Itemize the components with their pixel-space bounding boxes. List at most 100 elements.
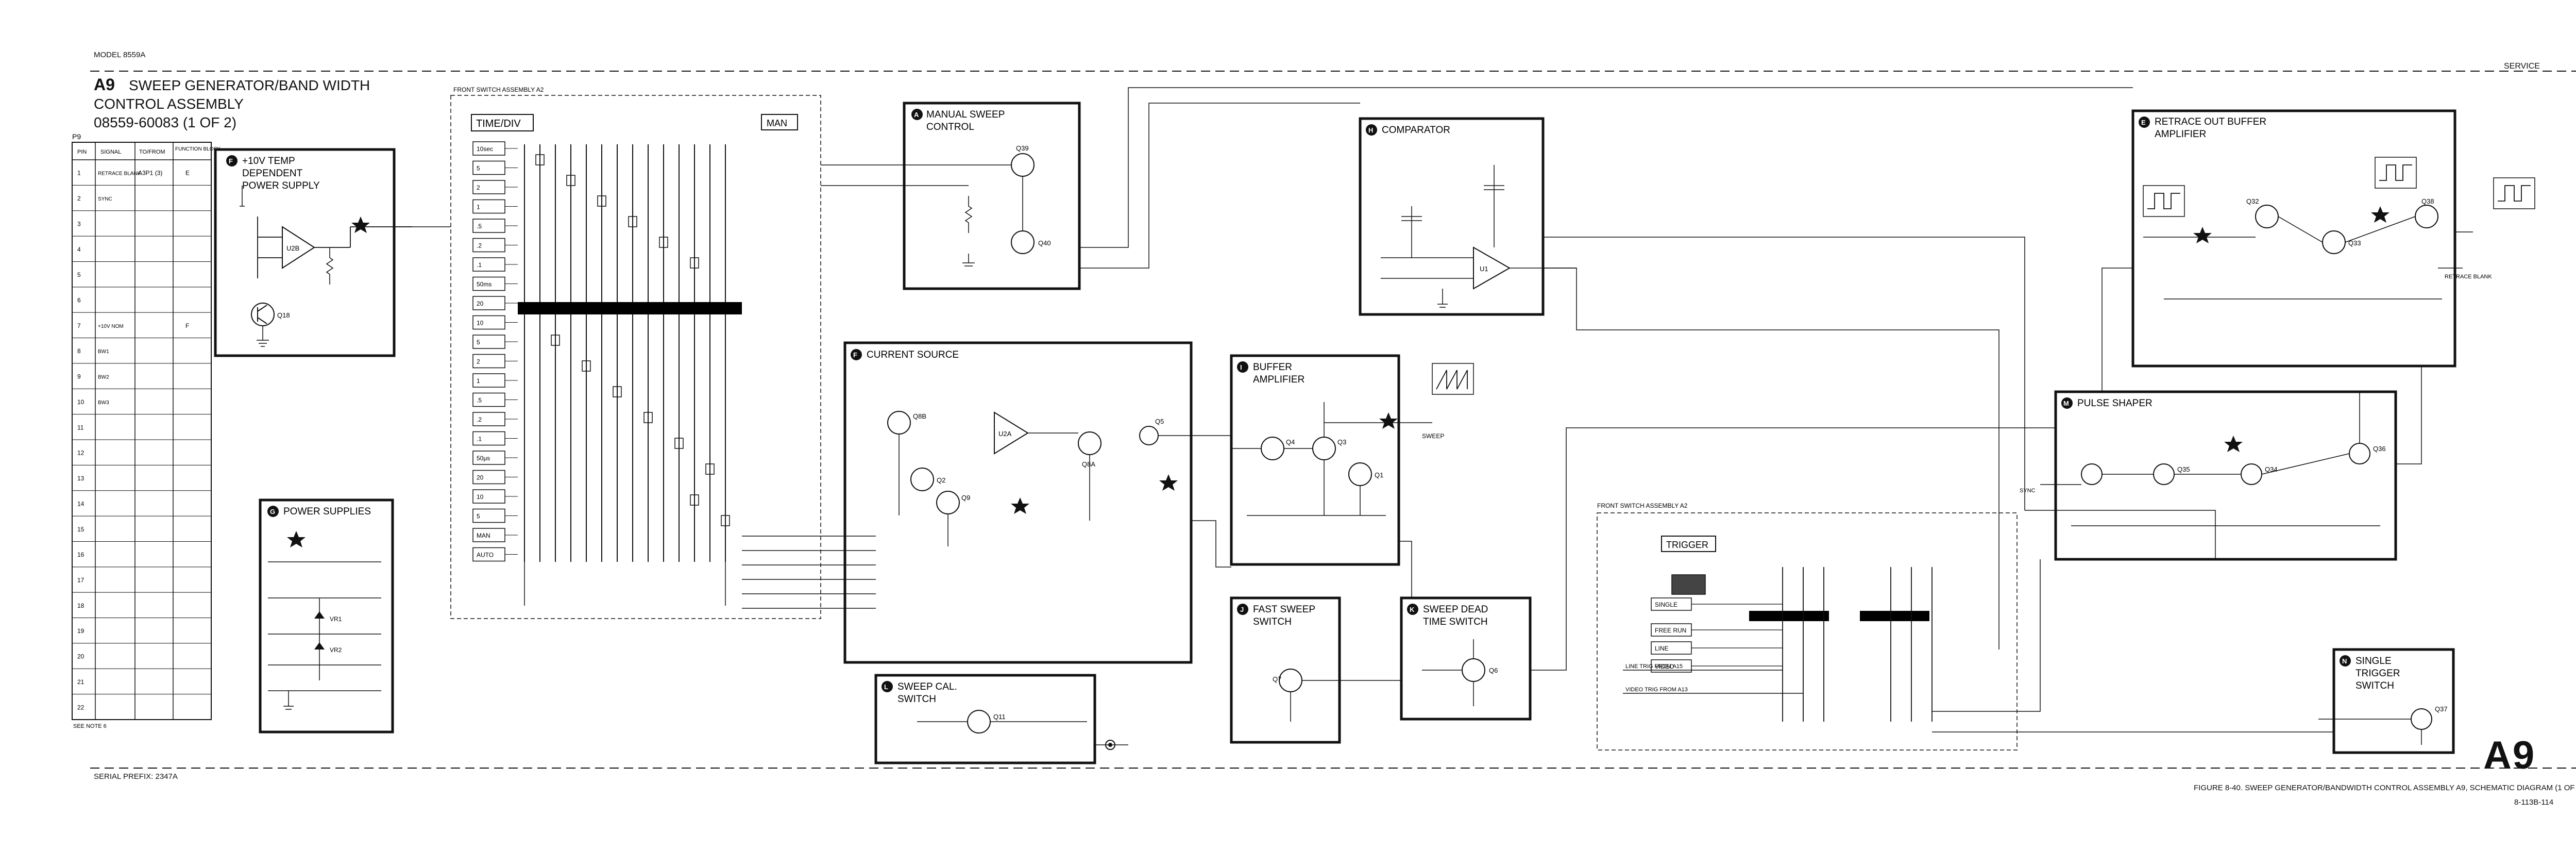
time-div-range-label: 2 <box>477 184 480 191</box>
pin-table-cell: 10 <box>77 398 84 406</box>
block-letter: H <box>1368 126 1373 134</box>
time-div-range-label: 10 <box>477 320 484 327</box>
svg-text:AMPLIFIER: AMPLIFIER <box>2155 129 2206 140</box>
interconnect-wiring <box>394 87 2473 732</box>
pin-table-cell: BW2 <box>98 375 109 380</box>
part-label: Q8A <box>1082 460 1095 468</box>
pin-table-cell: +10V NOM <box>98 324 124 329</box>
time-div-range-label: .2 <box>477 242 482 249</box>
svg-text:SINGLE: SINGLE <box>2355 656 2392 667</box>
part-label: Q6 <box>1489 667 1498 674</box>
svg-text:CONTROL: CONTROL <box>926 122 974 132</box>
time-div-range-label: 2 <box>477 358 480 365</box>
trigger-switch-assembly: FRONT SWITCH ASSEMBLY A2 TRIGGER SINGLEF… <box>1597 502 2018 751</box>
part-label: Q38 <box>2421 197 2434 205</box>
pin-table-cell: A3P1 (3) <box>138 170 162 177</box>
part-label: Q7 <box>1273 675 1281 683</box>
part-label: Q18 <box>277 311 290 319</box>
service-label: SERVICE <box>2504 62 2540 71</box>
time-div-range-label: .1 <box>477 261 482 269</box>
pin-table-cell: SYNC <box>98 196 112 202</box>
block-letter: J <box>1240 606 1244 613</box>
block-letter: M <box>2063 399 2069 407</box>
figure-caption: FIGURE 8-40. SWEEP GENERATOR/BANDWIDTH C… <box>2194 784 2576 792</box>
svg-text:SWITCH: SWITCH <box>2355 680 2394 691</box>
part-label: U2A <box>998 430 1012 438</box>
time-div-range-label: 5 <box>477 339 480 346</box>
time-div-range-label: 20 <box>477 474 484 481</box>
time-div-range-label: 50μs <box>477 455 490 462</box>
pin-table-cell: 7 <box>77 322 81 329</box>
part-number: 08559-60083 (1 OF 2) <box>94 114 237 130</box>
block-letter: F <box>853 351 857 359</box>
pin-table-cell: 4 <box>77 246 81 253</box>
part-label: U2B <box>286 244 299 252</box>
pin-table-cell: 11 <box>77 424 84 431</box>
svg-text:TIME SWITCH: TIME SWITCH <box>1423 617 1488 627</box>
svg-text:FAST SWEEP: FAST SWEEP <box>1253 604 1315 615</box>
part-label: VR2 <box>330 646 342 654</box>
video-trig-label: VIDEO TRIG FROM A13 <box>1625 687 1688 693</box>
block-letter: E <box>2141 119 2146 126</box>
block-title: POWER SUPPLIES <box>283 506 371 517</box>
assembly-name-line2: CONTROL ASSEMBLY <box>94 96 244 112</box>
pin-table-cell: 12 <box>77 449 84 457</box>
time-div-range-label: .2 <box>477 416 482 423</box>
man-label: MAN <box>767 118 787 128</box>
svg-text:SWEEP DEAD: SWEEP DEAD <box>1423 604 1488 615</box>
block-retrace-out-buffer: E RETRACE OUT BUFFER AMPLIFIER Q33 Q38 Q… <box>2131 109 2535 368</box>
pin-table-cell: 22 <box>77 704 84 711</box>
pin-col-header: PIN <box>77 149 87 155</box>
block-letter: K <box>1410 606 1415 613</box>
part-label: Q11 <box>993 713 1006 721</box>
pin-table-note: SEE NOTE 6 <box>73 723 107 729</box>
pin-table-cell: F <box>185 322 189 329</box>
block-pulse-shaper: M PULSE SHAPER Q35 Q34 Q36 SYNC <box>2020 390 2397 561</box>
svg-text:AMPLIFIER: AMPLIFIER <box>1253 374 1304 385</box>
block-title: COMPARATOR <box>1382 125 1450 136</box>
time-div-range-label: 1 <box>477 377 480 385</box>
time-div-range-label: AUTO <box>477 552 494 559</box>
block-letter: G <box>270 508 275 515</box>
time-div-range-label: 50ms <box>477 281 492 288</box>
pin-table-cell: 18 <box>77 602 84 609</box>
svg-text:POWER SUPPLY: POWER SUPPLY <box>242 180 320 191</box>
block-letter: I <box>1240 363 1242 371</box>
model-label: MODEL 8559A <box>94 51 146 59</box>
part-label: U1 <box>1480 265 1488 273</box>
block-letter: L <box>884 683 888 691</box>
time-div-range-label: 1 <box>477 204 480 211</box>
serial-prefix: SERIAL PREFIX: 2347A <box>94 772 178 781</box>
trigger-label: TRIGGER <box>1666 540 1708 550</box>
part-label: Q32 <box>2246 197 2259 205</box>
pin-table-cell: 21 <box>77 678 84 686</box>
pin-table-cell: RETRACE BLANK <box>98 171 141 177</box>
block-single-trigger: N SINGLE TRIGGER SWITCH Q37 <box>2318 648 2455 754</box>
time-div-range-label: 5 <box>477 513 480 520</box>
block-title: CURRENT SOURCE <box>867 349 959 360</box>
part-label: Q5 <box>1155 418 1164 425</box>
part-label: Q36 <box>2373 445 2386 453</box>
trigger-mode-label: FREE RUN <box>1655 627 1686 634</box>
time-div-range-label: 20 <box>477 300 484 307</box>
trigger-mode-label: SINGLE <box>1655 601 1677 608</box>
svg-text:SWITCH: SWITCH <box>897 694 936 705</box>
svg-text:MANUAL SWEEP: MANUAL SWEEP <box>926 109 1005 120</box>
part-label: Q8B <box>913 412 926 420</box>
time-div-range-label: 10sec <box>477 145 493 153</box>
signal-col-header: SIGNAL <box>100 149 121 155</box>
pin-table-cell: BW3 <box>98 400 109 406</box>
block-sweep-dead-time: K SWEEP DEAD TIME SWITCH Q6 <box>1400 596 1532 721</box>
big-assembly-label: A9 <box>2483 734 2536 777</box>
retrace-blank-label: RETRACE BLANK <box>2445 274 2492 280</box>
trigger-mode-label: VIDEO <box>1655 663 1674 670</box>
time-div-range-label: .5 <box>477 397 482 404</box>
function-col-header: FUNCTION BLOCK <box>175 146 221 152</box>
part-label: Q39 <box>1016 144 1029 152</box>
part-label: Q35 <box>2177 465 2190 473</box>
block-letter: A <box>914 111 919 119</box>
